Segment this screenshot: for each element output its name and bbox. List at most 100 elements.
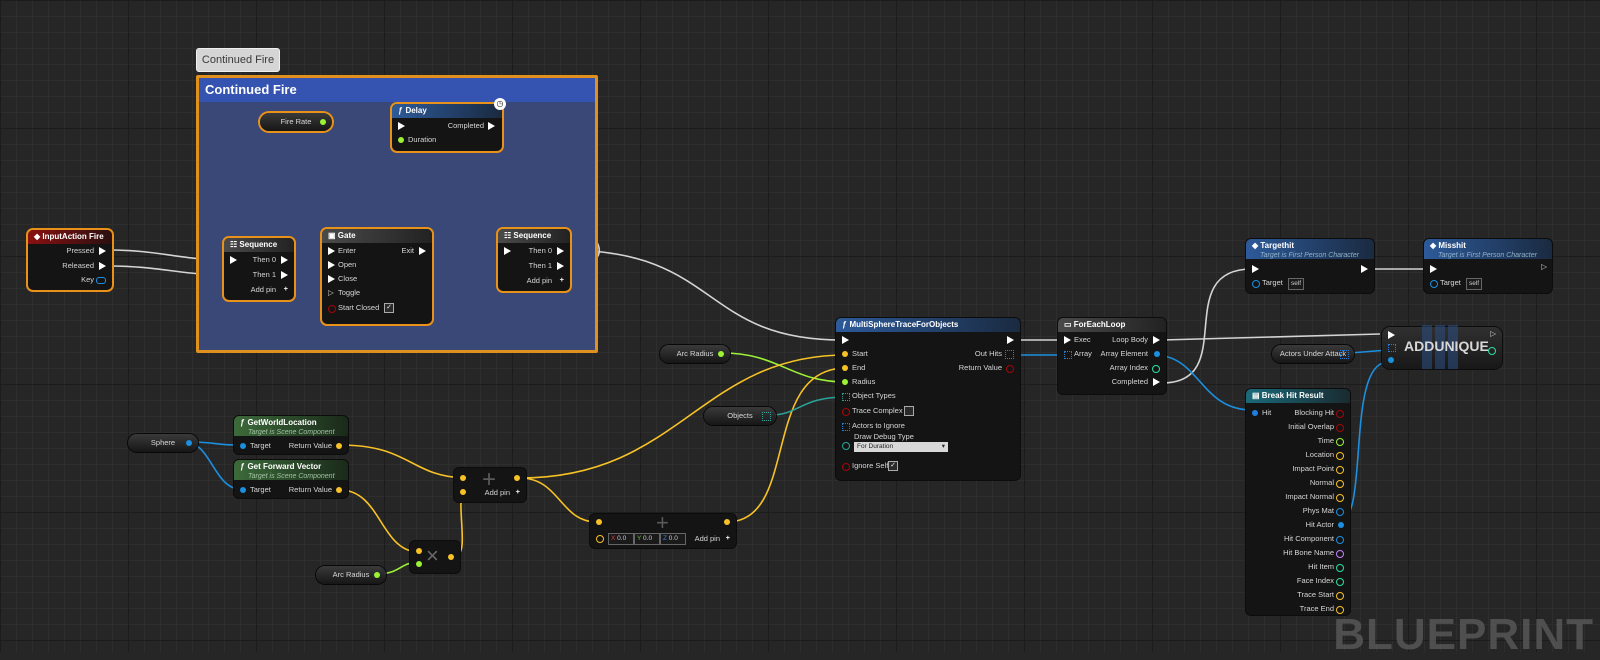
vector-pin[interactable] bbox=[1336, 606, 1344, 614]
exec-out-pin[interactable] bbox=[281, 271, 288, 279]
vector-pin[interactable] bbox=[416, 548, 422, 554]
array-pin[interactable] bbox=[1064, 351, 1072, 359]
exec-out-pin[interactable] bbox=[557, 247, 564, 255]
exec-out-pin[interactable] bbox=[99, 247, 106, 255]
break-hit-result-node[interactable]: ▤ Break Hit Result Hit Blocking Hit Init… bbox=[1246, 389, 1350, 615]
misshit-node[interactable]: ◆ Misshit Target is First Person Charact… bbox=[1424, 239, 1552, 293]
exec-out-pin[interactable] bbox=[99, 262, 106, 270]
z-field[interactable]: Z 0.0 bbox=[660, 533, 686, 545]
exec-in-pin[interactable] bbox=[230, 256, 237, 264]
sphere-variable[interactable]: Sphere bbox=[128, 434, 198, 452]
float-pin[interactable] bbox=[1336, 438, 1344, 446]
bool-pin[interactable] bbox=[1336, 424, 1344, 432]
object-pin[interactable] bbox=[1430, 280, 1438, 288]
vector-pin[interactable] bbox=[514, 475, 520, 481]
exec-in-pin[interactable] bbox=[328, 247, 335, 255]
exec-in-pin[interactable] bbox=[842, 336, 849, 344]
array-pin[interactable] bbox=[762, 412, 771, 421]
objects-variable[interactable]: Objects bbox=[704, 407, 776, 425]
key-pin[interactable] bbox=[96, 277, 106, 284]
exec-in-pin[interactable] bbox=[1388, 331, 1395, 339]
int-pin[interactable] bbox=[1152, 365, 1160, 373]
float-pin[interactable] bbox=[842, 379, 848, 385]
self-field[interactable]: self bbox=[1466, 278, 1483, 290]
vector-pin[interactable] bbox=[1336, 494, 1344, 502]
exec-out-pin[interactable] bbox=[488, 122, 495, 130]
float-pin[interactable] bbox=[374, 572, 380, 578]
int-pin[interactable] bbox=[1336, 578, 1344, 586]
exec-out-pin[interactable] bbox=[1153, 336, 1160, 344]
arc-radius-variable[interactable]: Arc Radius bbox=[316, 566, 386, 584]
object-pin[interactable] bbox=[186, 440, 192, 446]
vector-pin[interactable] bbox=[460, 489, 466, 495]
object-pin[interactable] bbox=[240, 487, 246, 493]
for-each-loop-node[interactable]: ▭ ForEachLoop Exec Loop Body Array Array… bbox=[1058, 318, 1166, 394]
enum-pin[interactable] bbox=[842, 442, 850, 450]
add-pin-button[interactable]: Add pin bbox=[250, 285, 276, 294]
float-pin[interactable] bbox=[320, 119, 326, 125]
add-pin-button[interactable]: Add pin bbox=[526, 276, 552, 285]
float-pin[interactable] bbox=[416, 561, 422, 567]
arc-radius-variable[interactable]: Arc Radius bbox=[660, 345, 730, 363]
vector-pin[interactable] bbox=[336, 443, 342, 449]
bool-pin[interactable] bbox=[1336, 410, 1344, 418]
self-field[interactable]: self bbox=[1288, 278, 1305, 290]
input-action-fire-node[interactable]: ◆ InputAction Fire Pressed Released Key bbox=[28, 230, 112, 290]
vector-pin[interactable] bbox=[1336, 466, 1344, 474]
array-pin[interactable] bbox=[1340, 350, 1349, 359]
exec-out-pin[interactable] bbox=[281, 256, 288, 264]
exec-in-pin[interactable] bbox=[1064, 336, 1071, 344]
vector-pin[interactable] bbox=[596, 535, 604, 543]
exec-out-pin[interactable] bbox=[1007, 336, 1014, 344]
vector-pin[interactable] bbox=[448, 554, 454, 560]
exec-in-pin[interactable] bbox=[328, 275, 335, 283]
object-pin[interactable] bbox=[1336, 508, 1344, 516]
bool-pin[interactable] bbox=[842, 463, 850, 471]
exec-in-pin[interactable] bbox=[1430, 265, 1437, 273]
draw-debug-type-dropdown[interactable]: For Duration▾ bbox=[854, 442, 948, 452]
add-pin-button[interactable]: Add pin bbox=[694, 534, 720, 543]
exec-in-pin[interactable] bbox=[328, 261, 335, 269]
object-pin[interactable] bbox=[1338, 522, 1344, 528]
ignore-self-checkbox[interactable]: ✓ bbox=[888, 461, 898, 471]
plus-icon[interactable]: + bbox=[515, 487, 520, 496]
targethit-node[interactable]: ◆ Targethit Target is First Person Chara… bbox=[1246, 239, 1374, 293]
float-pin[interactable] bbox=[718, 351, 724, 357]
sequence-node-2[interactable]: ☷ Sequence Then 0 Then 1 Add pin + bbox=[498, 229, 570, 291]
add-vector-node-2[interactable]: + X 0.0 Y 0.0 Z 0.0 Add pin + bbox=[590, 510, 736, 548]
object-pin[interactable] bbox=[240, 443, 246, 449]
bool-pin[interactable] bbox=[1006, 365, 1014, 373]
exec-out-pin[interactable] bbox=[419, 247, 426, 255]
vector-pin[interactable] bbox=[724, 519, 730, 525]
bool-pin[interactable] bbox=[328, 305, 336, 313]
actors-under-attack-variable[interactable]: Actors Under Attack bbox=[1272, 345, 1354, 363]
start-closed-checkbox[interactable]: ✓ bbox=[384, 303, 394, 313]
exec-out-pin[interactable] bbox=[557, 262, 564, 270]
exec-in-pin[interactable] bbox=[398, 122, 405, 130]
object-pin[interactable] bbox=[1336, 536, 1344, 544]
exec-out-outline-icon[interactable]: ▷ bbox=[1490, 329, 1496, 338]
vector-pin[interactable] bbox=[460, 475, 466, 481]
object-pin[interactable] bbox=[1154, 351, 1160, 357]
sequence-node-1[interactable]: ☷ Sequence Then 0 Then 1 Add pin + bbox=[224, 238, 294, 300]
array-pin[interactable] bbox=[1388, 344, 1396, 352]
plus-icon[interactable]: + bbox=[283, 284, 288, 293]
exec-in-pin[interactable] bbox=[1252, 265, 1259, 273]
exec-out-pin[interactable] bbox=[1361, 265, 1368, 273]
multiply-node[interactable]: × bbox=[410, 541, 460, 573]
add-pin-button[interactable]: Add pin bbox=[484, 488, 510, 497]
trace-complex-checkbox[interactable] bbox=[904, 406, 914, 416]
comment-tab[interactable]: Continued Fire bbox=[196, 48, 280, 72]
object-pin[interactable] bbox=[1388, 357, 1394, 363]
gate-node[interactable]: ▣ Gate Enter Exit Open Close ▷ Toggle St… bbox=[322, 229, 432, 324]
add-unique-node[interactable]: ADDUNIQUE ▷ bbox=[1382, 325, 1502, 369]
struct-pin[interactable] bbox=[1252, 410, 1258, 416]
array-pin[interactable] bbox=[842, 393, 850, 401]
vector-pin[interactable] bbox=[596, 519, 602, 525]
plus-icon[interactable]: + bbox=[725, 533, 730, 542]
vector-pin[interactable] bbox=[1336, 452, 1344, 460]
